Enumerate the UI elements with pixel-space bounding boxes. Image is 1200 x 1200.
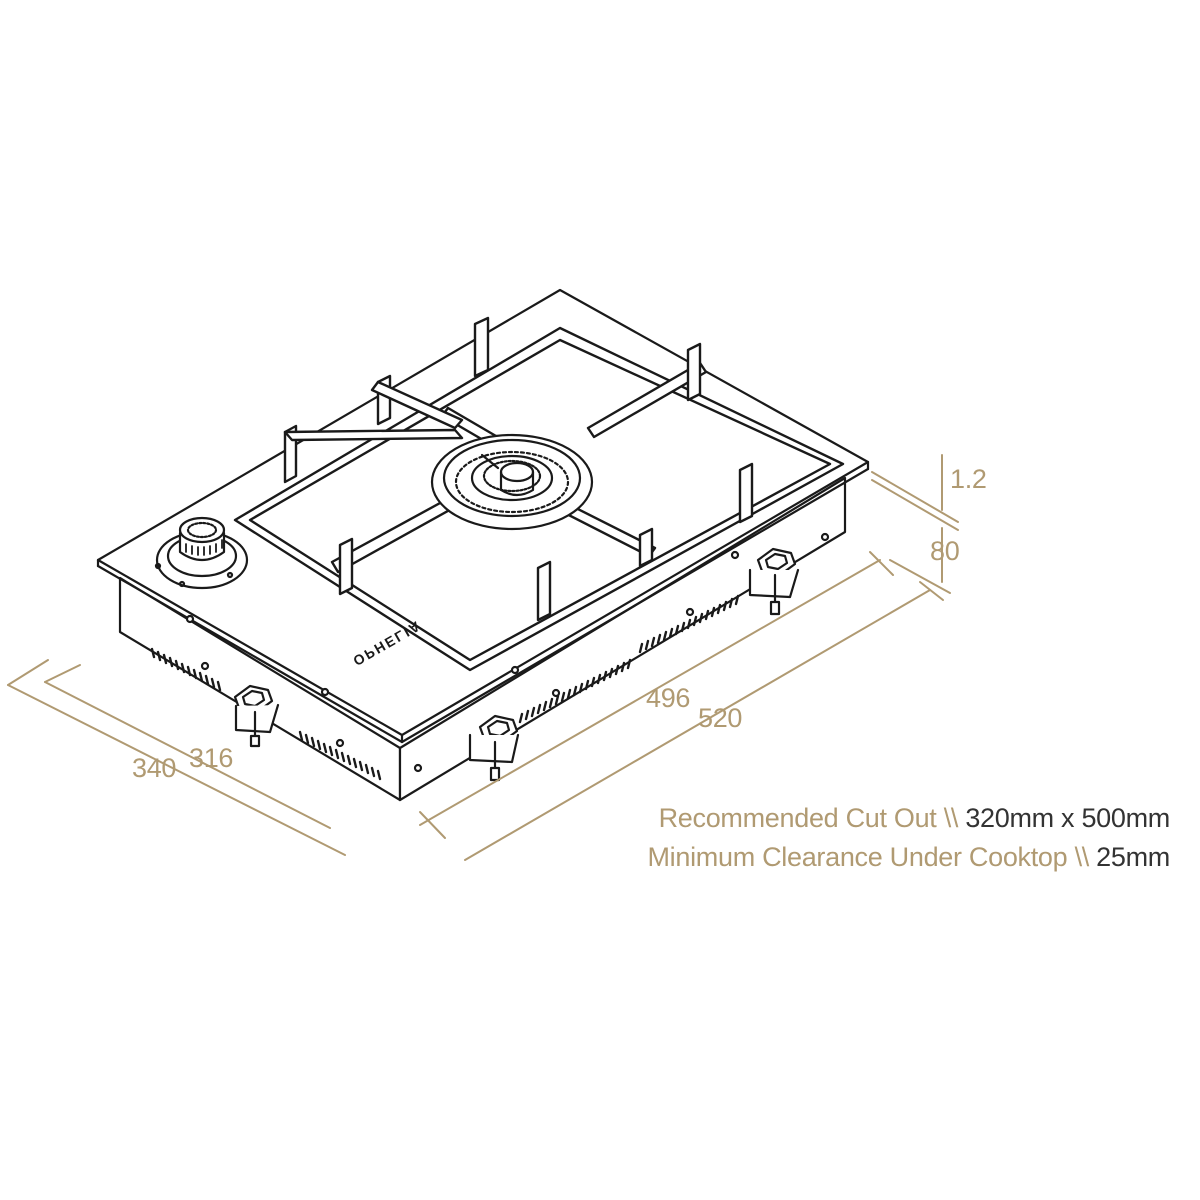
control-knob — [154, 516, 249, 590]
note-value: 320mm x 500mm — [965, 803, 1170, 833]
note-recommended-cut-out: Recommended Cut Out \\ 320mm x 500mm — [658, 803, 1171, 834]
dim-depth-inner: 496 — [646, 683, 690, 713]
dim-width-outer: 340 — [132, 753, 176, 783]
vent-slots — [150, 594, 740, 781]
note-label: Minimum Clearance Under Cooktop \\ — [647, 842, 1097, 872]
body-screws — [185, 532, 830, 773]
dim-width-inner: 316 — [189, 743, 233, 773]
mounting-bracket-right — [748, 547, 800, 616]
note-value: 25mm — [1096, 842, 1170, 872]
note-minimum-clearance: Minimum Clearance Under Cooktop \\ 25mm — [647, 842, 1170, 873]
dimension-lines — [7, 454, 959, 861]
mounting-bracket-left — [233, 684, 280, 748]
dim-height: 80 — [930, 536, 959, 566]
note-label: Recommended Cut Out \\ — [658, 803, 966, 833]
dim-thickness: 1.2 — [950, 464, 987, 494]
mounting-bracket-front — [468, 714, 520, 782]
burner — [430, 433, 594, 531]
dim-depth-outer: 520 — [698, 703, 742, 733]
cooktop: OPHELIA — [96, 288, 870, 802]
